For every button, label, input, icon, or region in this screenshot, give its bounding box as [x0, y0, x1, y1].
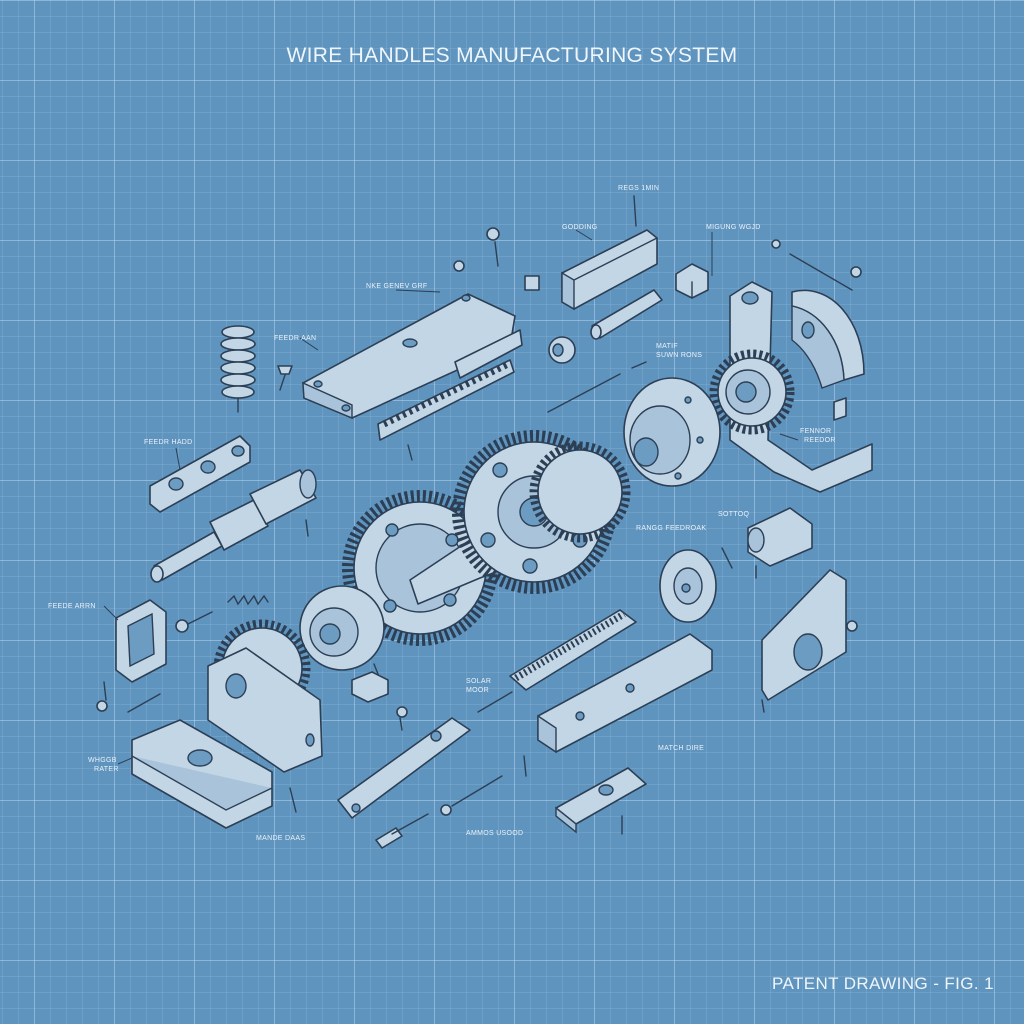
- mounting-plate-part: [149, 435, 251, 513]
- gear-block-part: [207, 619, 323, 773]
- main-gear-assembly-part: [299, 430, 631, 703]
- label-reedor: REEDOR: [804, 437, 836, 444]
- gear-wheel-right-part: [709, 349, 795, 435]
- slide-rail-part: [537, 633, 713, 754]
- label-whggb: WHGGB: [88, 757, 117, 764]
- label-feedr-hadd: FEEDR HADD: [144, 439, 193, 446]
- bottom-plate-part: [555, 767, 647, 835]
- rack-bar-part: [377, 359, 515, 461]
- coil-spring-part: [220, 325, 256, 413]
- slide-bar-part: [302, 293, 523, 420]
- flange-mount-part: [761, 569, 858, 713]
- drive-pulley-part: [659, 547, 733, 623]
- washer-part: [96, 681, 161, 713]
- label-solar: SOLAR: [466, 678, 491, 685]
- label-regs: REGS 1MIN: [618, 185, 659, 192]
- label-match-dire: MATCH DIRE: [658, 745, 704, 752]
- base-block-part: [131, 719, 297, 829]
- leader-lines: [103, 229, 799, 765]
- small-spring-part: [175, 594, 269, 633]
- bolt-part: [375, 755, 527, 849]
- cube-part: [675, 263, 709, 299]
- label-moor: MOOR: [466, 687, 489, 694]
- cam-plate-part: [791, 289, 865, 421]
- label-feedr-aan: FEEDR AAN: [274, 335, 316, 342]
- label-ammos-usood: AMMOS USOOD: [466, 830, 523, 837]
- part-labels: REGS 1MIN GODDING MIGUNG WGJD NKE GENEV …: [48, 185, 836, 842]
- label-mande-daas: MANDE DAAS: [256, 835, 305, 842]
- bracket-arm-part: [729, 281, 873, 493]
- fastener-part: [453, 227, 540, 291]
- label-matif: MATIF: [656, 343, 678, 350]
- actuator-shaft-part: [150, 469, 317, 583]
- frame-housing-part: [115, 599, 167, 683]
- pin-part: [590, 289, 663, 340]
- label-suwn-rons: SUWN RONS: [656, 352, 702, 359]
- lead-screw-part: [477, 609, 637, 713]
- flange-disc-part: [547, 361, 721, 487]
- label-sottoq: SOTTOQ: [718, 511, 749, 518]
- bushing-part: [548, 336, 576, 364]
- clamp-block-part: [747, 507, 813, 579]
- label-nke-genev: NKE GENEV GRF: [366, 283, 427, 290]
- page-title: WIRE HANDLES MANUFACTURING SYSTEM: [286, 44, 738, 67]
- rod-part: [771, 239, 862, 291]
- label-godding: GODDING: [562, 224, 598, 231]
- small-screw-part: [277, 365, 293, 391]
- label-rangg-feedroak: RANGG FEEDROAK: [636, 525, 706, 532]
- figure-caption: PATENT DRAWING - FIG. 1: [772, 974, 995, 993]
- label-migung: MIGUNG WGJD: [706, 224, 761, 231]
- label-rater: RATER: [94, 766, 119, 773]
- guide-block-part: [561, 195, 658, 311]
- link-arm-part: [337, 706, 471, 819]
- label-feede-arrn: FEEDE ARRN: [48, 603, 96, 610]
- label-fennor: FENNOR: [800, 428, 831, 435]
